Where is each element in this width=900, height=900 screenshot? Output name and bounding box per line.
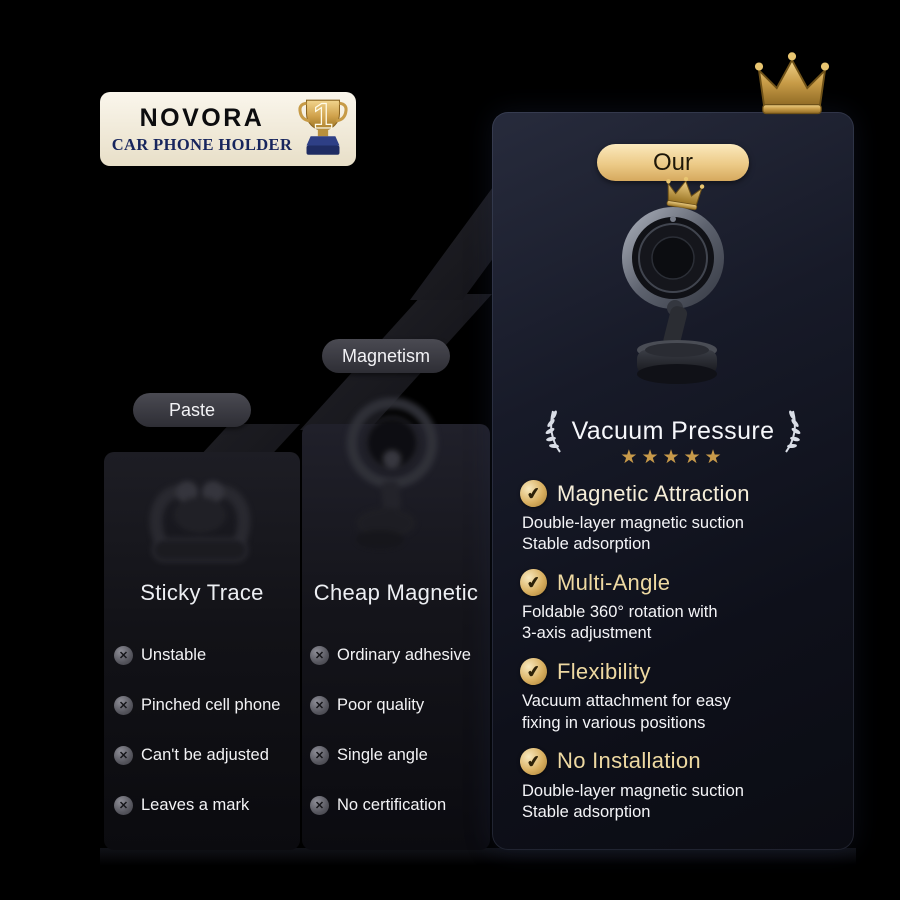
feature-title: Flexibility [557,658,651,684]
feature-list: ✔ Magnetic Attraction Double-layer magne… [518,478,838,837]
trophy-icon: 1 [298,96,348,155]
star-rating: ★★★★★ [620,447,726,468]
con-text: Leaves a mark [141,796,250,814]
list-item: ✕ Poor quality [310,696,488,715]
laurel-right-icon [785,410,801,453]
x-circle-icon: ✕ [310,696,329,715]
crown-icon [754,52,830,115]
floor-reflection [100,848,856,866]
tag-magnetism-label: Magnetism [341,345,431,366]
sticky-holder-photo [149,481,251,562]
brand-badge-text: NOVORA CAR PHONE HOLDER [100,104,294,155]
tag-our-label: Our [652,148,693,176]
x-circle-icon: ✕ [114,746,133,765]
con-text: Can't be adjusted [141,746,269,764]
panel-our: Our [492,112,854,850]
award-title: Vacuum Pressure [571,416,775,445]
tag-paste-label: Paste [168,399,216,420]
con-text: Unstable [141,646,207,664]
list-item: ✕ Can't be adjusted [114,746,298,765]
x-circle-icon: ✕ [310,646,329,665]
our-product-photo [622,176,724,384]
feature-title: No Installation [557,748,701,774]
x-circle-icon: ✕ [114,696,133,715]
feature-title: Multi-Angle [557,569,671,595]
laurel-left-icon [545,410,561,453]
crown-icon [666,176,705,211]
feature-desc: Vacuum attachment for easy fixing in var… [522,692,731,732]
con-text: Single angle [337,746,428,764]
feature-item: ✔ Magnetic Attraction Double-layer magne… [518,478,838,569]
list-item: ✕ Pinched cell phone [114,696,298,715]
cons-list-paste: ✕ Unstable ✕ Pinched cell phone ✕ Can't … [114,646,298,815]
feature-item: ✔ No Installation Double-layer magnetic … [518,745,838,837]
list-item: ✕ Unstable [114,646,298,665]
title-sticky-trace: Sticky Trace [140,580,264,605]
con-text: Ordinary adhesive [337,646,471,664]
tag-magnetism: Magnetism [322,339,450,373]
brand-badge: NOVORA CAR PHONE HOLDER 1 [100,92,356,166]
check-icon: ✔ [518,478,549,509]
list-item: ✕ No certification [310,796,488,815]
title-cheap-magnetic: Cheap Magnetic [313,580,479,605]
feature-desc: Double-layer magnetic suction Stable ads… [522,781,744,821]
tag-paste: Paste [133,393,251,427]
list-item: ✕ Single angle [310,746,488,765]
check-icon: ✔ [518,656,549,688]
x-circle-icon: ✕ [310,746,329,765]
brand-name: NOVORA [139,103,265,132]
x-circle-icon: ✕ [310,796,329,815]
trophy-number: 1 [313,97,332,136]
list-item: ✕ Ordinary adhesive [310,646,488,665]
award-row: Vacuum Pressure [492,408,854,454]
list-item: ✕ Leaves a mark [114,796,298,815]
con-text: Poor quality [337,696,425,714]
check-icon: ✔ [518,745,549,777]
feature-desc: Double-layer magnetic suction Stable ads… [522,514,744,554]
check-icon: ✔ [518,567,549,598]
brand-subtitle: CAR PHONE HOLDER [111,134,293,154]
cons-list-magnetism: ✕ Ordinary adhesive ✕ Poor quality ✕ Sin… [310,646,488,815]
cheap-magnetic-photo [346,397,438,548]
tag-our: Our [597,144,749,181]
con-text: No certification [337,796,447,814]
con-text: Pinched cell phone [141,696,281,714]
x-circle-icon: ✕ [114,796,133,815]
feature-item: ✔ Flexibility Vacuum attachment for easy… [518,656,838,747]
feature-desc: Foldable 360° rotation with 3-axis adjus… [522,603,718,643]
x-circle-icon: ✕ [114,646,133,665]
feature-item: ✔ Multi-Angle Foldable 360° rotation wit… [518,567,838,658]
feature-title: Magnetic Attraction [557,480,750,506]
